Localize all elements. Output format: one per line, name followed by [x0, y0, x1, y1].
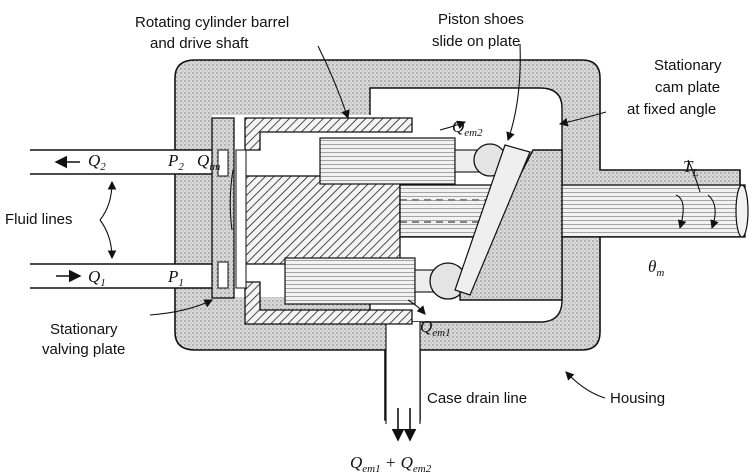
p1-symbol: P1 — [167, 267, 184, 289]
piston-shoes-label-line2: slide on plate — [432, 33, 520, 50]
lower-piston — [284, 257, 467, 305]
rotating-barrel-label-line1: Rotating cylinder barrel — [135, 14, 289, 31]
case-drain-label: Case drain line — [427, 390, 527, 407]
annotation-labels: Rotating cylinder barrel and drive shaft… — [5, 11, 722, 407]
drain-flow-sum: Qem1 + Qem2 — [350, 453, 432, 475]
cam-plate-label-line2: cam plate — [655, 79, 720, 96]
piston-shoes-label-line1: Piston shoes — [438, 11, 524, 28]
valving-plate — [211, 117, 235, 299]
q2-symbol: Q2 — [88, 151, 106, 173]
cam-plate-label-line1: Stationary — [654, 57, 722, 74]
leader-lines — [99, 43, 719, 399]
rotating-barrel-label-line2: and drive shaft — [150, 35, 249, 52]
qem2-symbol: Qem2 — [452, 117, 483, 139]
fluid-lines-label: Fluid lines — [5, 211, 73, 228]
theta-m-symbol: θm — [648, 257, 664, 279]
housing-label: Housing — [610, 390, 665, 407]
qim-symbol: Qim — [197, 151, 220, 173]
cam-plate-label-line3: at fixed angle — [627, 101, 716, 118]
valving-plate-label-line1: Stationary — [50, 321, 118, 338]
valving-plate-label-line2: valving plate — [42, 341, 125, 358]
cylinder-barrel — [235, 117, 413, 325]
p2-symbol: P2 — [167, 151, 184, 173]
qem1-symbol: Qem1 — [420, 317, 451, 339]
q1-symbol: Q1 — [88, 267, 106, 289]
drive-shaft — [399, 184, 749, 238]
upper-piston — [319, 137, 507, 185]
flow-symbols: Q2 P2 Qim Q1 P1 Qem2 Qem1 TL θm Qem1 + Q… — [88, 117, 699, 475]
tl-symbol: TL — [683, 157, 699, 179]
flow-arrows — [54, 155, 417, 442]
cam-plate — [454, 144, 563, 301]
